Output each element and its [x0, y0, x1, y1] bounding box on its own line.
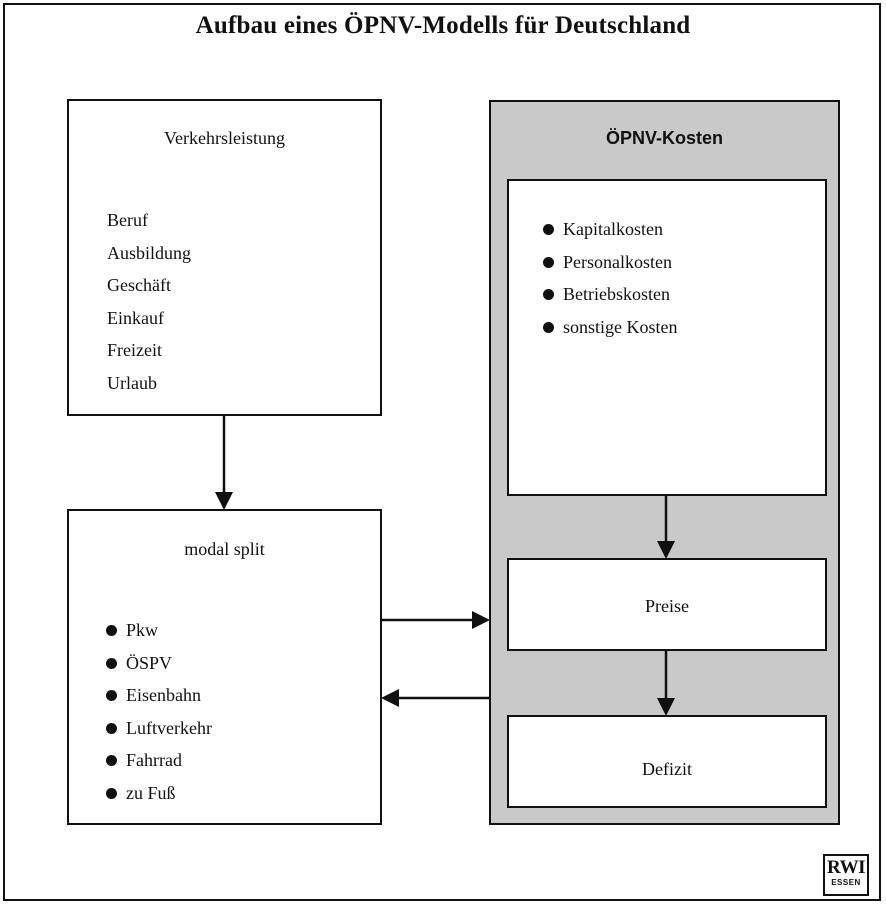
modal-split-box: modal split Pkw ÖSPV Eisenbahn Luftverke… — [67, 509, 382, 825]
kosten-box: Kapitalkosten Personalkosten Betriebskos… — [507, 179, 827, 496]
oepnv-kosten-heading: ÖPNV-Kosten — [605, 128, 724, 148]
verkehrsleistung-list: Beruf Ausbildung Geschäft Einkauf Freize… — [107, 204, 191, 399]
preise-label: Preise — [645, 596, 689, 616]
bullet-icon — [543, 256, 554, 268]
preise-box: Preise — [507, 558, 827, 651]
bullet-icon — [106, 657, 117, 669]
list-item: Betriebskosten — [543, 278, 678, 311]
list-item: Urlaub — [107, 372, 157, 393]
arrowhead-down-icon — [215, 492, 233, 510]
arrowhead-down-icon — [657, 541, 675, 559]
bullet-icon — [106, 690, 117, 701]
list-item: Kapitalkosten — [543, 213, 678, 246]
bullet-icon — [106, 755, 117, 766]
bullet-icon — [106, 625, 117, 636]
list-item: Geschäft — [107, 275, 171, 295]
logo-sub-text: ESSEN — [831, 878, 861, 887]
list-item: Ausbildung — [107, 242, 192, 263]
kosten-list: Kapitalkosten Personalkosten Betriebskos… — [543, 213, 678, 343]
diagram-frame — [3, 3, 881, 901]
list-item: Einkauf — [107, 307, 164, 328]
list-item: Fahrrad — [106, 744, 212, 777]
diagram-title: Aufbau eines ÖPNV-Modells für Deutschlan… — [195, 12, 691, 39]
bullet-icon — [106, 722, 117, 734]
arrowhead-left-icon — [381, 689, 399, 707]
modal-split-list: Pkw ÖSPV Eisenbahn Luftverkehr Fahrrad z… — [106, 614, 212, 809]
list-item: Beruf — [107, 210, 148, 230]
list-item: Personalkosten — [543, 246, 678, 279]
verkehrsleistung-box: Verkehrsleistung Beruf Ausbildung Geschä… — [67, 99, 382, 416]
bullet-icon — [543, 321, 554, 333]
bullet-icon — [543, 289, 554, 300]
defizit-label: Defizit — [642, 759, 692, 779]
list-item: zu Fuß — [106, 777, 212, 810]
modal-split-heading: modal split — [184, 539, 265, 559]
verkehrsleistung-heading: Verkehrsleistung — [164, 128, 285, 148]
list-item: sonstige Kosten — [543, 311, 678, 344]
logo-main-text: RWI — [827, 857, 865, 878]
list-item: Eisenbahn — [106, 679, 212, 712]
arrowhead-right-icon — [472, 611, 490, 629]
list-item: Pkw — [106, 614, 212, 647]
arrowhead-down-icon — [657, 698, 675, 716]
list-item: ÖSPV — [106, 647, 212, 680]
defizit-box: Defizit — [507, 715, 827, 808]
list-item: Luftverkehr — [106, 712, 212, 745]
rwi-logo: RWI ESSEN — [823, 854, 869, 896]
list-item: Freizeit — [107, 340, 162, 360]
bullet-icon — [106, 787, 117, 799]
bullet-icon — [543, 224, 554, 235]
